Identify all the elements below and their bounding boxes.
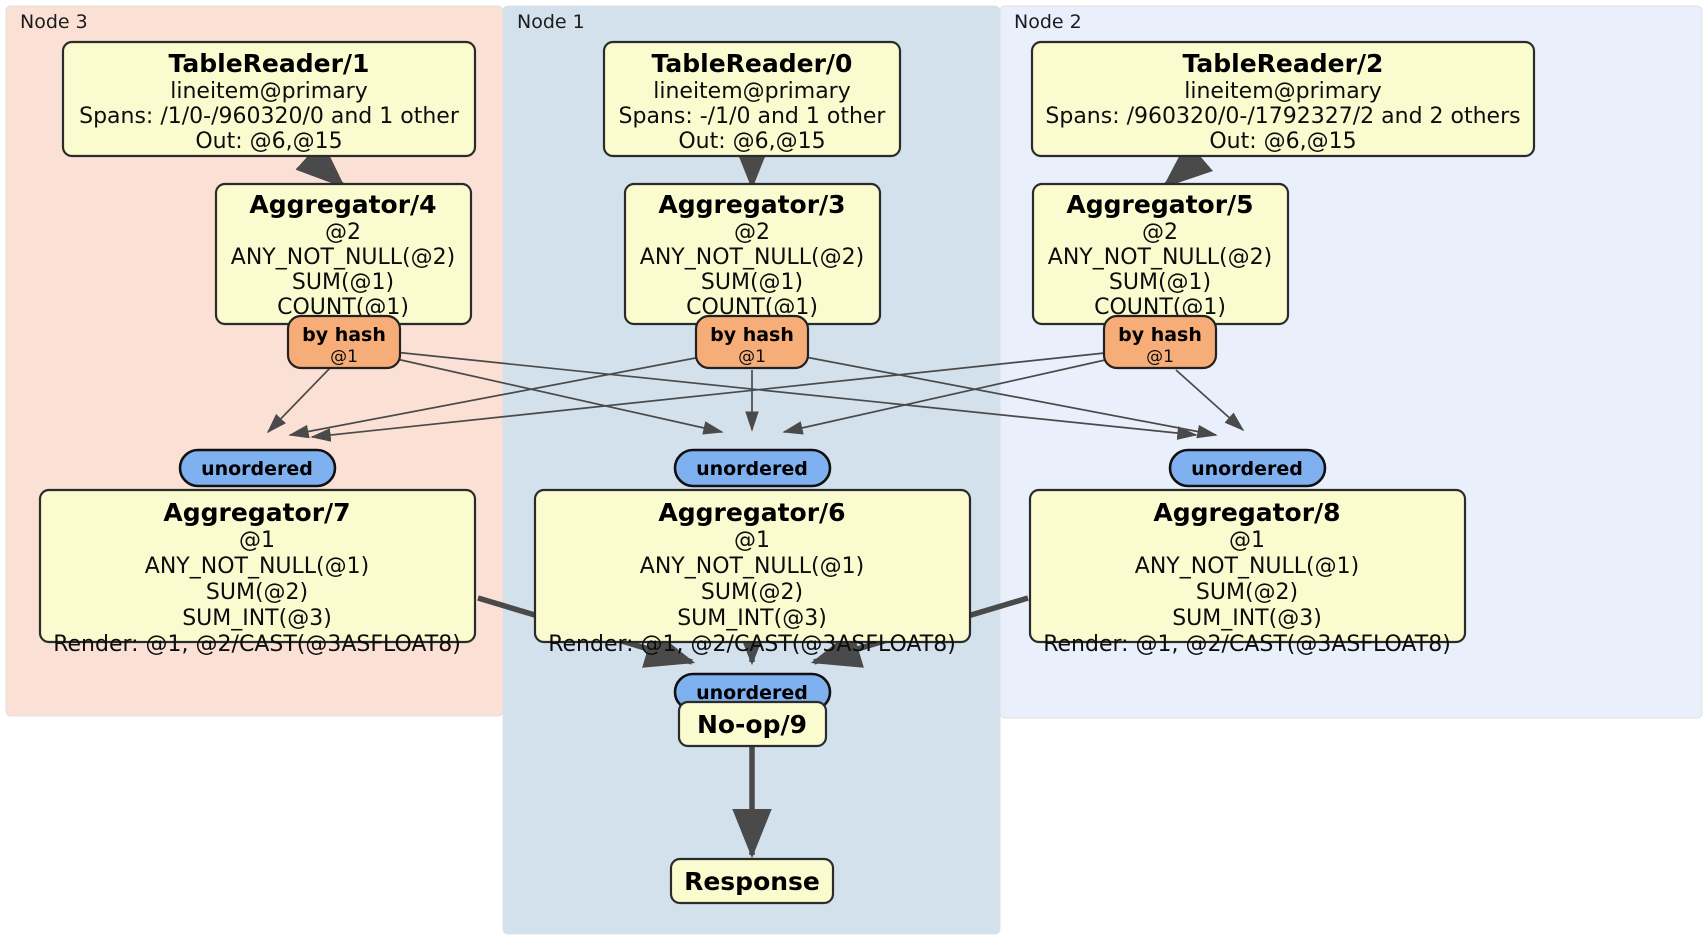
processor-aggregator-3[interactable]: Aggregator/3 @2 ANY_NOT_NULL(@2) SUM(@1)… [623,182,882,326]
synchronizer-unordered-right[interactable]: unordered [1168,448,1327,488]
router-by-hash-right[interactable]: by hash @1 [1102,314,1218,370]
processor-line: ANY_NOT_NULL(@2) [231,245,455,270]
processor-line: lineitem@primary [653,79,851,104]
processor-line: Spans: /1/0-/960320/0 and 1 other [79,104,460,129]
processor-line: Render: @1, @2/CAST(@3ASFLOAT8) [53,632,461,657]
processor-tablereader-1[interactable]: TableReader/1 lineitem@primary Spans: /1… [61,40,477,158]
edge-hashleft-unorderedleft [266,367,331,434]
synchronizer-unordered-center[interactable]: unordered [673,448,832,488]
router-by-hash-left[interactable]: by hash @1 [286,314,402,370]
processor-line: @1 [734,528,770,553]
edge-hashright-unorderedleft [310,351,1115,442]
edge-hashright-unorderedright [1175,369,1245,432]
processor-title: Aggregator/5 [1066,190,1253,219]
node-panel-label-node3: Node 3 [20,11,88,33]
synchronizer-label: unordered [696,682,808,704]
edge-hashright-unorderedcenter [782,357,1115,435]
processor-aggregator-7[interactable]: Aggregator/7 @1 ANY_NOT_NULL(@1) SUM(@2)… [38,488,477,657]
router-label: by hash [302,324,386,346]
processor-line: Out: @6,@15 [678,129,825,154]
processor-line: SUM_INT(@3) [677,606,827,631]
processor-line: SUM(@2) [701,580,803,605]
edge-hashleft-unorderedcenter [391,357,724,435]
processor-title: Aggregator/4 [249,190,436,219]
processor-tablereader-2[interactable]: TableReader/2 lineitem@primary Spans: /9… [1030,40,1536,158]
processor-line: SUM_INT(@3) [182,606,332,631]
processor-title: No-op/9 [697,710,807,739]
processor-title: TableReader/1 [169,49,370,78]
router-by-hash-center[interactable]: by hash @1 [694,314,810,370]
processor-line: ANY_NOT_NULL(@2) [640,245,864,270]
synchronizer-label: unordered [201,458,313,480]
processor-line: Render: @1, @2/CAST(@3ASFLOAT8) [548,632,956,657]
processor-aggregator-5[interactable]: Aggregator/5 @2 ANY_NOT_NULL(@2) SUM(@1)… [1031,182,1290,326]
processor-title: Aggregator/8 [1153,498,1340,527]
processor-line: Out: @6,@15 [1209,129,1356,154]
processor-line: Spans: -/1/0 and 1 other [619,104,887,129]
processor-aggregator-4[interactable]: Aggregator/4 @2 ANY_NOT_NULL(@2) SUM(@1)… [214,182,473,326]
processor-title: Aggregator/6 [658,498,845,527]
processor-line: @1 [1229,528,1265,553]
router-sublabel: @1 [738,347,766,367]
processor-line: ANY_NOT_NULL(@1) [145,554,369,579]
synchronizer-unordered-left[interactable]: unordered [178,448,337,488]
edge-hashleft-unorderedright [393,351,1198,440]
processor-line: SUM(@2) [206,580,308,605]
processor-line: ANY_NOT_NULL(@2) [1048,245,1272,270]
processor-line: @2 [734,220,770,245]
node-panel-label-node2: Node 2 [1014,11,1082,33]
processor-line: @1 [239,528,275,553]
processor-title: Aggregator/3 [658,190,845,219]
edge-tablereader1-aggregator4 [295,140,346,189]
synchronizer-label: unordered [1191,458,1303,480]
router-label: by hash [710,324,794,346]
processor-line: @2 [1142,220,1178,245]
edge-hashcenter-unorderedright [799,355,1218,439]
processor-line: SUM(@2) [1196,580,1298,605]
edge-tablereader2-aggregator5 [1162,140,1213,189]
processor-line: SUM(@1) [1109,270,1211,295]
processor-noop-9[interactable]: No-op/9 [677,700,828,748]
processor-line: SUM_INT(@3) [1172,606,1322,631]
processor-title: TableReader/0 [652,49,853,78]
router-label: by hash [1118,324,1202,346]
processor-aggregator-8[interactable]: Aggregator/8 @1 ANY_NOT_NULL(@1) SUM(@2)… [1028,488,1467,657]
processor-line: SUM(@1) [701,270,803,295]
synchronizer-label: unordered [696,458,808,480]
router-sublabel: @1 [1146,347,1174,367]
processor-aggregator-6[interactable]: Aggregator/6 @1 ANY_NOT_NULL(@1) SUM(@2)… [533,488,972,657]
router-sublabel: @1 [330,347,358,367]
processor-tablereader-0[interactable]: TableReader/0 lineitem@primary Spans: -/… [602,40,902,158]
processor-title: Response [684,867,820,896]
processor-title: Aggregator/7 [163,498,350,527]
processor-line: SUM(@1) [292,270,394,295]
edge-hashcenter-unorderedleft [288,355,707,439]
processor-line: Render: @1, @2/CAST(@3ASFLOAT8) [1043,632,1451,657]
processor-line: lineitem@primary [1184,79,1382,104]
processor-title: TableReader/2 [1183,49,1384,78]
processor-line: ANY_NOT_NULL(@1) [640,554,864,579]
processor-line: Spans: /960320/0-/1792327/2 and 2 others [1045,104,1520,129]
node-panel-label-node1: Node 1 [517,11,585,33]
processor-line: Out: @6,@15 [195,129,342,154]
processor-line: lineitem@primary [170,79,368,104]
processor-line: ANY_NOT_NULL(@1) [1135,554,1359,579]
processor-line: @2 [325,220,361,245]
processor-response[interactable]: Response [669,857,835,905]
